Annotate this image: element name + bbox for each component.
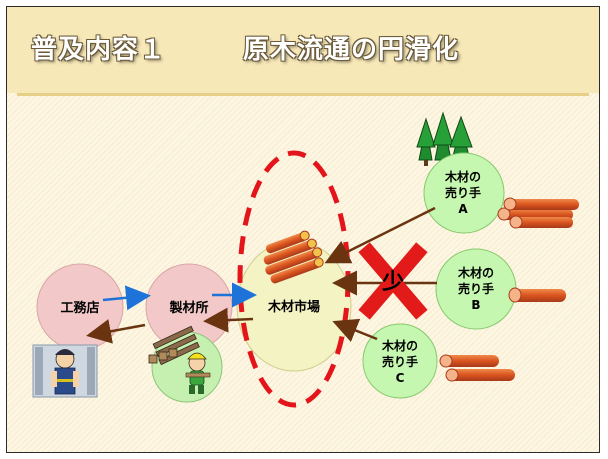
log-icon [497, 197, 579, 229]
log-bundle-icon [263, 230, 324, 284]
seller-b-label-line3: B [471, 298, 480, 312]
supply-arrow-seller-a-to-market [324, 206, 436, 264]
seller-c-label-line3: C [396, 371, 405, 385]
sawmill-label: 製材所 [168, 300, 208, 316]
worker-icon [185, 352, 211, 394]
diagram-canvas: 工務店 製材所 木材市場 木材の 売り手 A 木材の 売り手 B 木材の 売り手… [32, 111, 579, 408]
supply-arrow-market-to-sawmill [203, 307, 254, 333]
builder-label: 工務店 [60, 300, 99, 316]
lumber-pile-icon [148, 325, 200, 366]
seller-b-label-line1: 木材の [457, 265, 494, 280]
seller-c-label-line1: 木材の [381, 338, 418, 353]
supply-arrow-sawmill-to-builder [86, 319, 146, 344]
seller-b-label-line2: 売り手 [458, 281, 494, 296]
slide: 普及内容１ 原木流通の円滑化 [6, 6, 600, 453]
seller-a-node [423, 152, 505, 234]
log-icon [439, 354, 515, 382]
slide-title-right: 原木流通の円滑化 [243, 35, 460, 65]
seller-a-label-line1: 木材の [444, 169, 481, 184]
seller-a-label-line3: A [458, 202, 468, 216]
log-icon [508, 287, 566, 303]
slide-title-left: 普及内容１ [31, 35, 167, 65]
market-label: 木材市場 [267, 299, 320, 315]
few-annotation: 少 [381, 270, 404, 295]
seller-c-label-line2: 売り手 [382, 354, 418, 369]
seller-a-label-line2: 売り手 [445, 185, 481, 200]
carpenter-icon [32, 344, 98, 398]
order-arrow-builder-to-sawmill [102, 285, 151, 311]
seller-c-node [362, 323, 438, 399]
supply-arrow-seller-c-to-market [332, 318, 378, 343]
title-bar [7, 7, 599, 93]
cross-icon [358, 242, 428, 320]
title-divider [17, 93, 589, 96]
